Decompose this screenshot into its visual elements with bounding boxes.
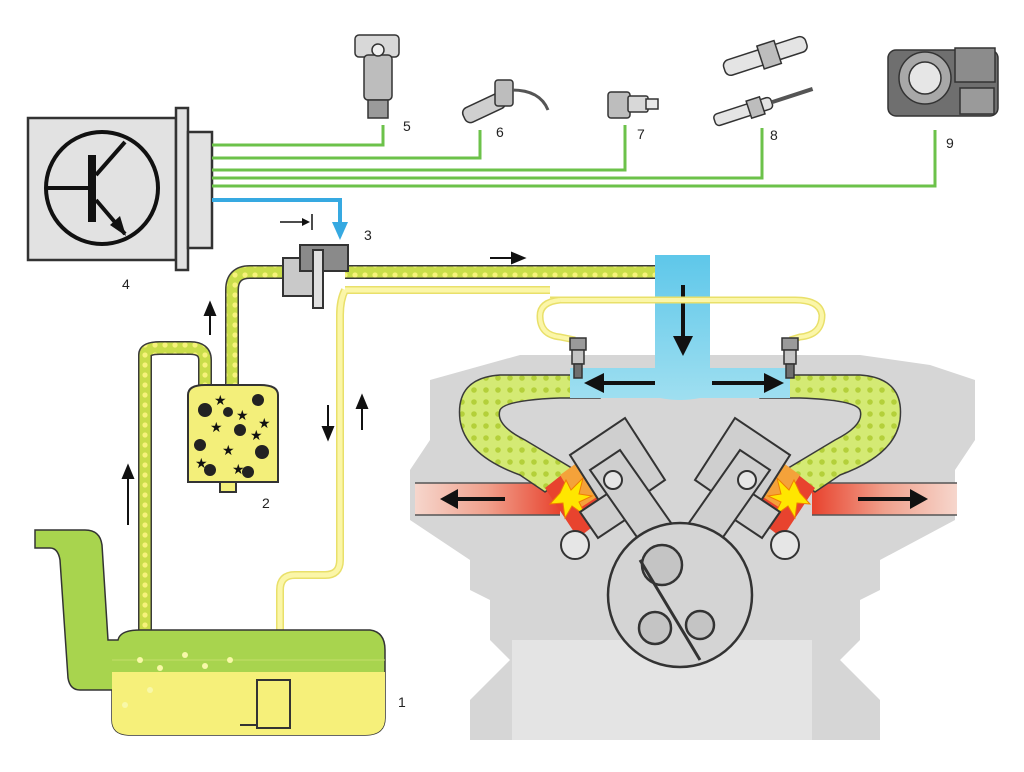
spark-burst-icon <box>548 476 812 520</box>
ecu-transistor-icon <box>44 130 160 246</box>
oxygen-sensor-icon <box>713 35 814 127</box>
label-8-oxygen-sensor: 8 <box>770 127 778 143</box>
svg-text:★: ★ <box>214 393 227 409</box>
ecu-unit <box>26 106 214 272</box>
svg-text:★: ★ <box>236 408 249 424</box>
label-1-tank: 1 <box>398 694 406 710</box>
svg-text:★: ★ <box>210 420 223 436</box>
flow-arrows <box>121 251 527 525</box>
svg-text:★: ★ <box>232 462 245 478</box>
intake-manifold <box>458 255 902 493</box>
signal-wires <box>212 125 937 240</box>
throttle-body-icon <box>887 47 999 117</box>
label-7-temp-sensor: 7 <box>637 126 645 142</box>
fuel-injector-icon <box>569 337 799 379</box>
crankshaft-sensor-icon <box>461 79 550 124</box>
exhaust-left <box>415 482 560 516</box>
fuel-tank <box>34 529 386 736</box>
label-3-regulator: 3 <box>364 227 372 243</box>
svg-text:★: ★ <box>250 428 263 444</box>
airflow-sensor-icon <box>354 34 400 119</box>
label-2-filter: 2 <box>262 495 270 511</box>
crankshaft <box>606 521 754 669</box>
label-4-ecu: 4 <box>122 276 130 292</box>
svg-text:★: ★ <box>258 416 271 432</box>
label-6-crank-sensor: 6 <box>496 124 504 140</box>
fuel-lines <box>138 265 826 700</box>
fuel-filter: ★★ ★★ ★★ ★★ <box>187 384 279 493</box>
svg-text:★: ★ <box>222 443 235 459</box>
piston-left <box>560 416 692 572</box>
label-5-airflow-sensor: 5 <box>403 118 411 134</box>
temperature-sensor-icon <box>607 91 659 119</box>
pressure-regulator <box>280 214 349 309</box>
exhaust-right <box>812 482 957 516</box>
svg-text:★: ★ <box>195 456 208 472</box>
label-9-throttle-body: 9 <box>946 135 954 151</box>
